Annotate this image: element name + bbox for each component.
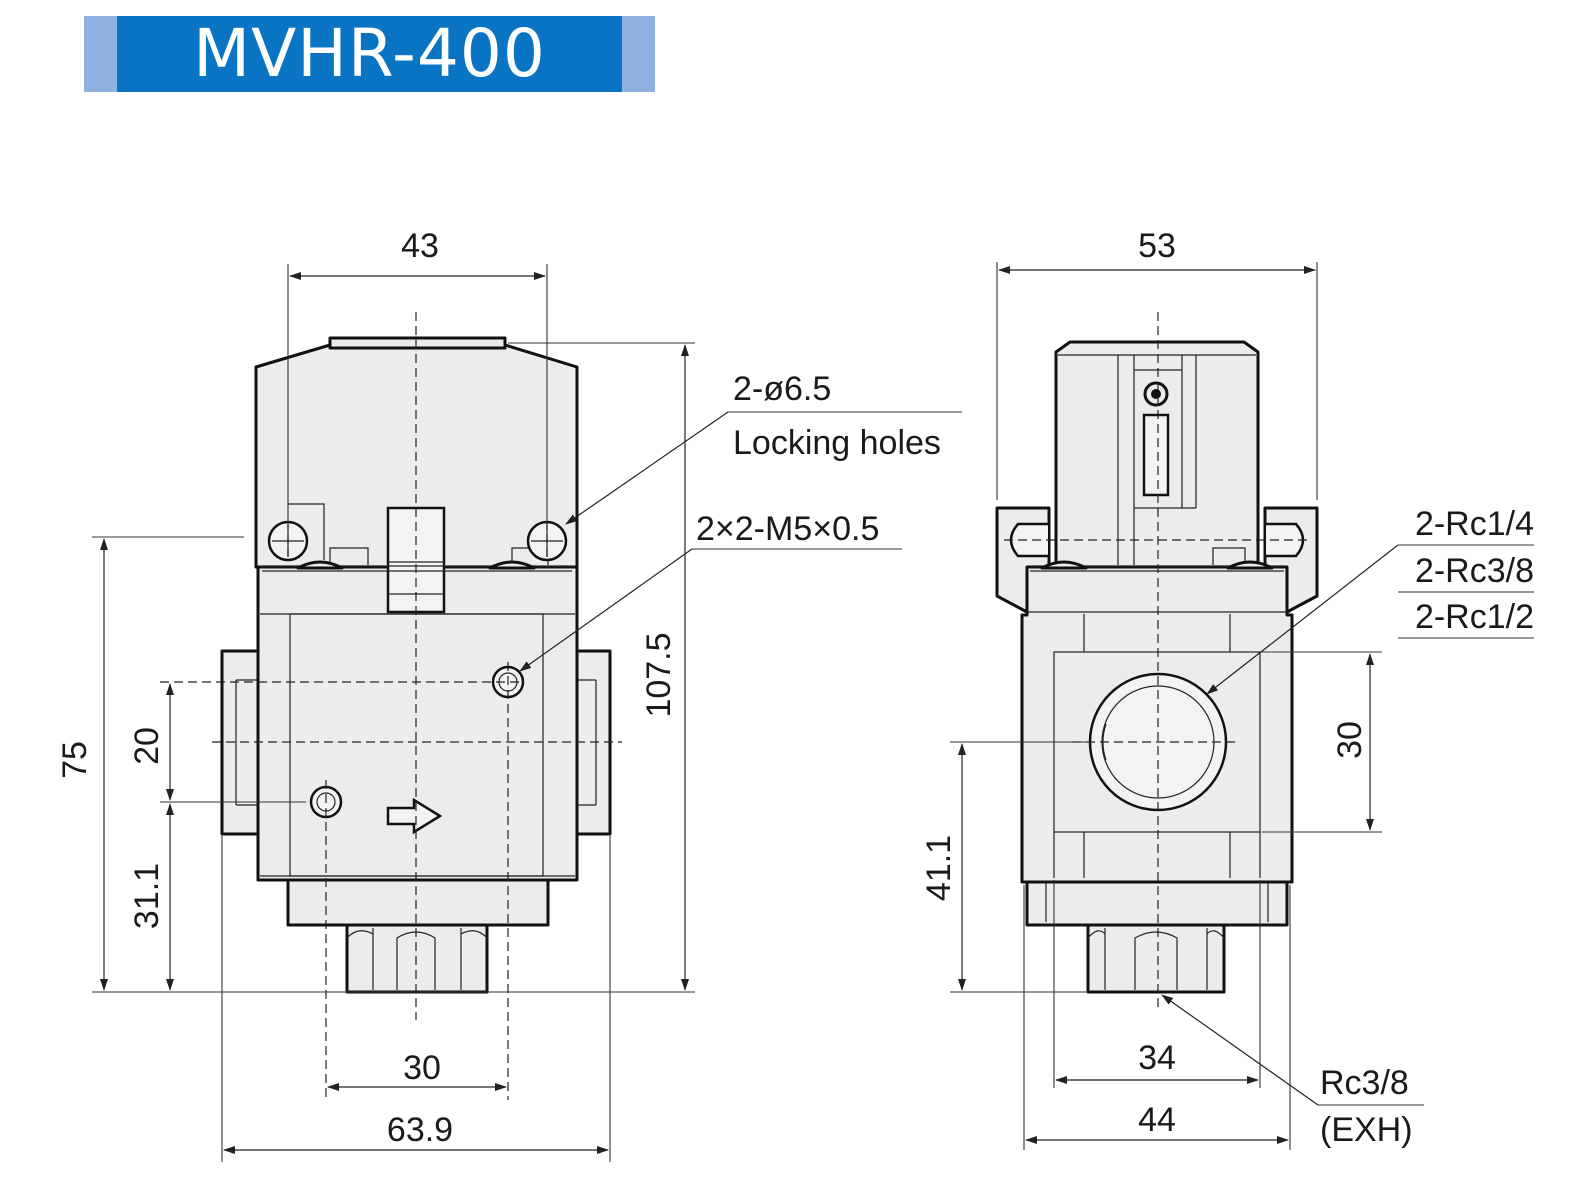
side-dim-top-width-53: 53	[1138, 227, 1176, 265]
front-callout-leaders	[519, 411, 962, 672]
dim-height-75: 75	[56, 741, 94, 779]
flow-direction-arrow-icon	[386, 797, 443, 835]
dim-height-107-5: 107.5	[640, 632, 678, 717]
banner-core	[117, 16, 622, 92]
banner-edge-right	[622, 16, 655, 92]
dim-bottom-63-9: 63.9	[387, 1111, 453, 1149]
dim-top-width-43: 43	[401, 227, 439, 265]
callout-locking-count: 2-ø6.5	[733, 370, 831, 408]
dim-port-offset-20: 20	[128, 727, 166, 765]
side-dim-port-30: 30	[1331, 721, 1369, 759]
callout-locking-label: Locking holes	[733, 424, 941, 462]
side-view: 53 30 41.1 34 44 2-Rc1/4 2-Rc3/8 2-Rc1/2…	[920, 227, 1534, 1150]
front-bottom-nut	[286, 873, 550, 994]
side-bonnet	[1030, 340, 1284, 572]
front-extension-lines	[92, 264, 695, 1162]
side-callout-leaders	[1161, 544, 1534, 1106]
banner-edge-left	[84, 16, 117, 92]
side-dim-bottom-34: 34	[1138, 1039, 1176, 1077]
side-dim-height-41-1: 41.1	[920, 835, 958, 901]
side-callout-port-rc12: 2-Rc1/2	[1415, 598, 1534, 636]
title-banner: MVHR-400	[84, 16, 655, 92]
side-callout-port-rc38: 2-Rc3/8	[1415, 552, 1534, 590]
side-callout-exhaust-label: (EXH)	[1320, 1111, 1413, 1149]
callout-thread-holes: 2×2-M5×0.5	[696, 510, 879, 548]
side-callout-port-rc14: 2-Rc1/4	[1415, 505, 1534, 543]
dim-lower-31-1: 31.1	[128, 863, 166, 929]
page-title: MVHR-400	[193, 15, 546, 92]
side-bottom-nut	[1025, 876, 1289, 994]
front-main-body	[256, 565, 579, 882]
front-view: 43 107.5 75 20 31.1 30 63.9 2-ø6.5 Locki…	[56, 227, 962, 1162]
side-dim-bottom-44: 44	[1138, 1101, 1176, 1139]
side-center-lines	[1004, 312, 1310, 1010]
front-center-lines	[160, 312, 622, 1100]
dim-bottom-30: 30	[403, 1049, 441, 1087]
side-extension-lines	[950, 262, 1382, 1150]
side-callout-exhaust-size: Rc3/8	[1320, 1064, 1409, 1102]
side-dimension-lines	[958, 266, 1374, 1144]
front-dimension-lines	[100, 272, 689, 1154]
